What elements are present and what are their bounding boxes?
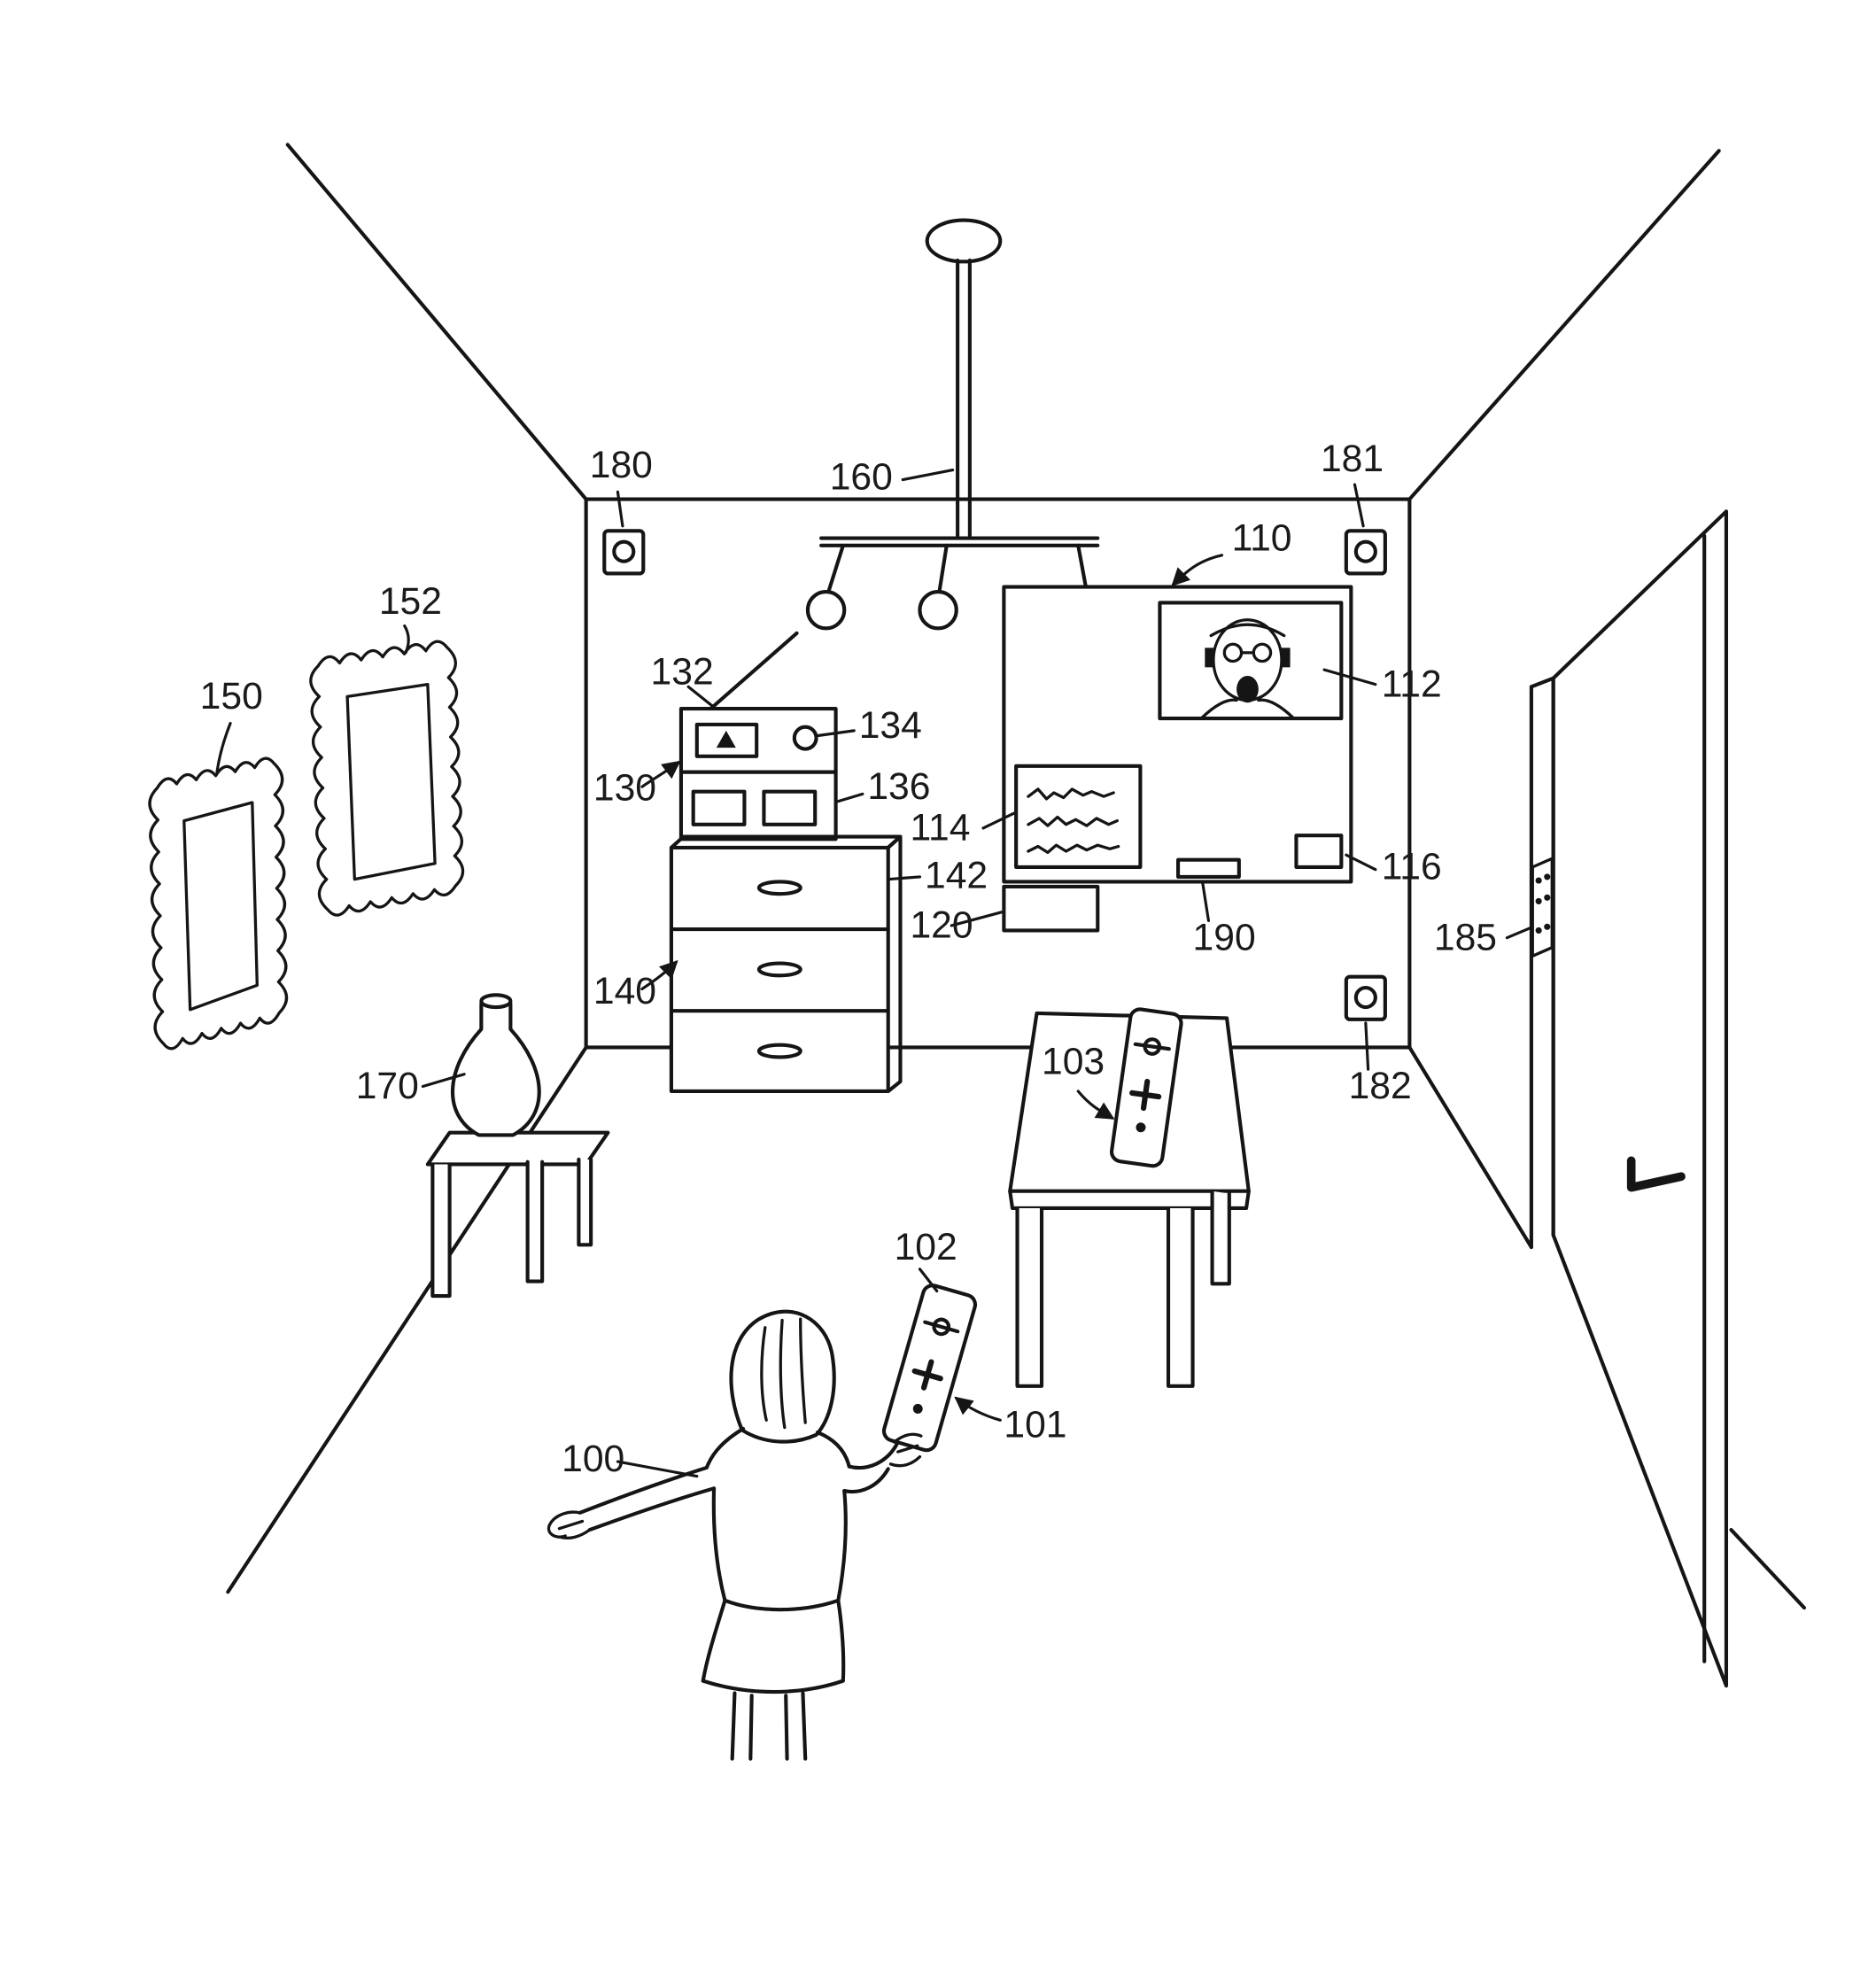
label-182: 182 xyxy=(1349,1065,1412,1107)
label-142: 142 xyxy=(925,854,988,896)
sensor-181-unit xyxy=(1344,529,1387,576)
floor-edge-outside-door xyxy=(1729,1528,1807,1610)
floor-edge-right xyxy=(1407,1045,1533,1250)
side-table-leg xyxy=(430,1162,452,1299)
leader-lines xyxy=(215,468,1532,1478)
person-right-hand xyxy=(888,1432,923,1468)
label-140: 140 xyxy=(593,970,656,1012)
label-134: 134 xyxy=(859,704,922,747)
vase xyxy=(451,993,541,1137)
floor-edge-left xyxy=(226,1045,588,1594)
label-132: 132 xyxy=(651,651,714,694)
ceiling-lamp xyxy=(805,218,1110,631)
lamp-canopy xyxy=(925,218,1003,264)
sensor-182-unit xyxy=(1344,974,1387,1021)
table-leg xyxy=(1210,1189,1231,1286)
door-hinge-plate xyxy=(1531,857,1554,958)
reference-labels: 100 101 102 103 110 112 114 116 120 130 … xyxy=(200,438,1497,1480)
label-102: 102 xyxy=(895,1226,957,1268)
wall-device-120 xyxy=(1002,884,1100,933)
label-136: 136 xyxy=(867,765,930,808)
lamp-bulb xyxy=(805,590,847,631)
lamp-bulb xyxy=(918,590,958,631)
video-call-face xyxy=(1200,618,1294,719)
label-110: 110 xyxy=(1232,516,1292,559)
table-leg xyxy=(1015,1206,1044,1388)
chart-squiggles xyxy=(1027,787,1120,855)
room-walls xyxy=(226,143,1807,1610)
label-103: 103 xyxy=(1042,1041,1105,1083)
drawer-handle xyxy=(756,961,802,978)
label-100: 100 xyxy=(562,1438,624,1480)
controller-102 xyxy=(881,1283,978,1453)
wall-display xyxy=(1002,585,1353,884)
sensor-bar-190 xyxy=(1175,857,1241,879)
label-160: 160 xyxy=(830,456,893,499)
stereo-system xyxy=(678,631,838,841)
person-hair xyxy=(729,1309,836,1444)
drawer-handle xyxy=(756,1043,802,1059)
stereo-knob xyxy=(792,725,818,751)
play-arrow xyxy=(716,730,736,748)
person-left-hand xyxy=(547,1510,592,1540)
picture-frame-150 xyxy=(148,756,289,1051)
back-wall xyxy=(584,497,1412,1050)
ceiling-edge-right xyxy=(1407,149,1721,501)
picture-frame-152 xyxy=(309,640,465,917)
label-116: 116 xyxy=(1382,846,1442,888)
table-leg xyxy=(1166,1206,1195,1388)
door xyxy=(1529,509,1729,1688)
display-bezel xyxy=(1002,585,1353,884)
patent-figure: 100 101 102 103 110 112 114 116 120 130 … xyxy=(35,14,1876,1948)
label-170: 170 xyxy=(356,1065,419,1107)
dresser-front xyxy=(669,845,890,1094)
room-line-drawing: 100 101 102 103 110 112 114 116 120 130 … xyxy=(148,143,1807,1761)
ceiling-edge-left xyxy=(285,143,588,501)
side-table-leg xyxy=(577,1157,593,1247)
video-call-window xyxy=(1158,601,1344,721)
side-table xyxy=(425,1130,610,1299)
door-panel xyxy=(1551,509,1729,1688)
dresser xyxy=(669,834,903,1094)
person xyxy=(547,1309,899,1761)
label-181: 181 xyxy=(1321,438,1384,480)
display-device-116 xyxy=(1294,834,1344,869)
label-112: 112 xyxy=(1382,663,1442,705)
label-152: 152 xyxy=(379,580,442,623)
label-150: 150 xyxy=(200,675,263,717)
controller-103 xyxy=(1109,1007,1183,1168)
label-120: 120 xyxy=(910,904,973,947)
stereo-antenna xyxy=(706,631,799,713)
door-handle xyxy=(1626,1156,1686,1192)
door-jamb-top xyxy=(1529,676,1555,689)
drawer-handle xyxy=(756,880,802,896)
label-101: 101 xyxy=(1004,1404,1066,1446)
label-185: 185 xyxy=(1434,916,1497,958)
tape-deck-unit xyxy=(678,770,838,841)
sensor-180-unit xyxy=(602,529,646,576)
label-180: 180 xyxy=(590,444,653,486)
side-table-leg xyxy=(525,1159,545,1283)
label-190: 190 xyxy=(1193,916,1256,958)
label-114: 114 xyxy=(910,807,970,849)
chart-window xyxy=(1014,764,1143,869)
person-skirt xyxy=(701,1598,846,1694)
label-130: 130 xyxy=(593,766,656,809)
